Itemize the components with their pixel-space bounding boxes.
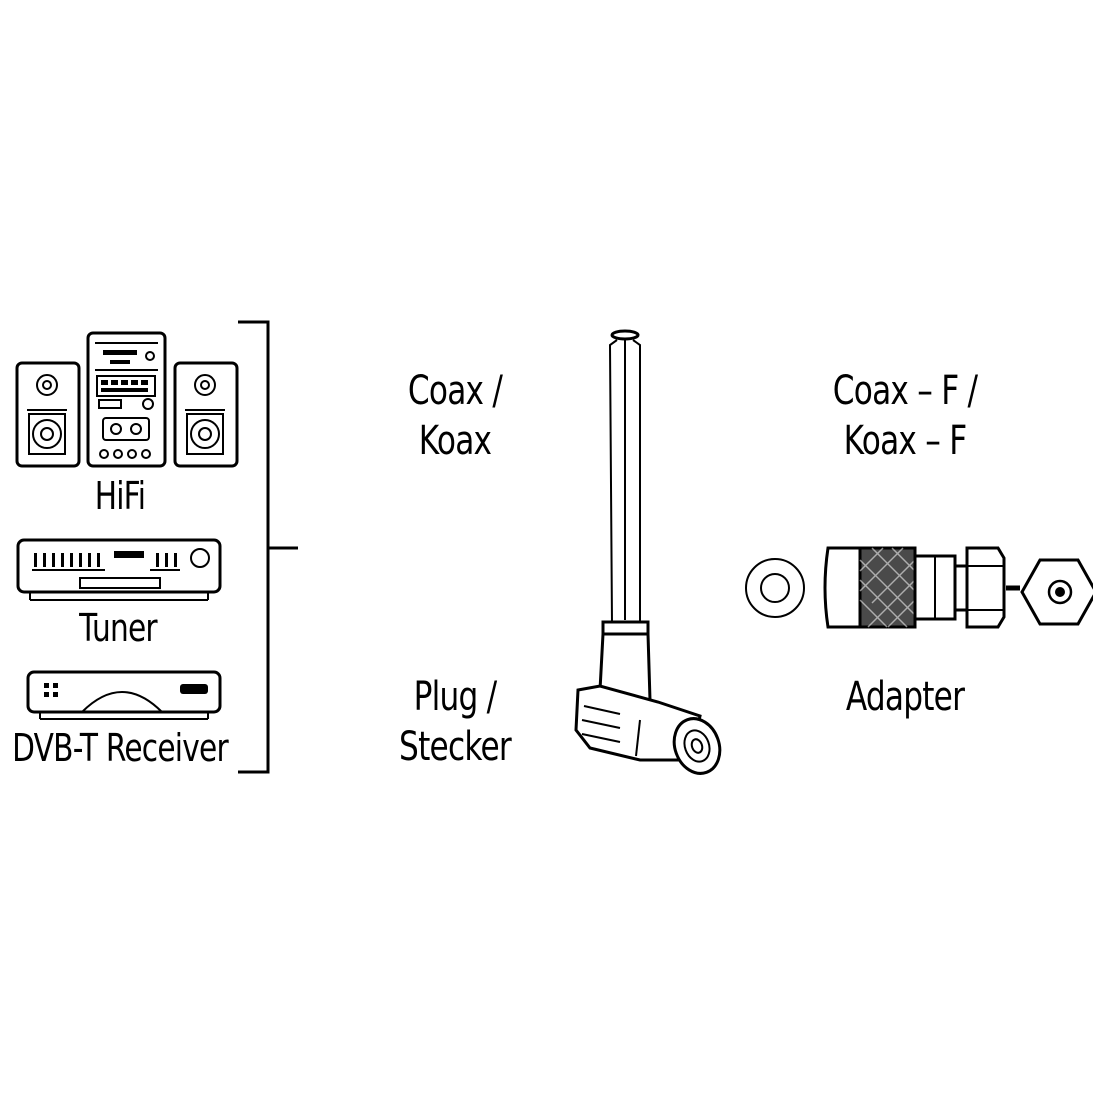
connector-line-2: Stecker (399, 724, 512, 770)
coax-f-adapter-icon (745, 546, 1093, 629)
device-group-bracket (238, 320, 298, 774)
hifi-label: HiFi (94, 474, 146, 518)
adapter-type-line-1: Coax – F / (832, 368, 978, 414)
adapter-type-label: Coax – F / Koax – F (804, 366, 1007, 466)
tuner-icon (16, 538, 222, 601)
adapter-label: Adapter (845, 674, 965, 720)
cable-type-label: Coax / Koax (377, 366, 533, 466)
dvbt-receiver-label: DVB-T Receiver (12, 726, 229, 770)
cable-type-line-1: Coax / (407, 368, 503, 414)
dvbt-receiver-icon (26, 670, 222, 720)
connector-line-1: Plug / (413, 674, 498, 720)
angled-coax-plug-icon (574, 329, 722, 775)
hifi-system-icon (15, 331, 239, 468)
cable-type-line-2: Koax (418, 418, 492, 464)
adapter-type-line-2: Koax – F (843, 418, 968, 464)
connector-label: Plug / Stecker (377, 672, 533, 772)
tuner-label: Tuner (79, 606, 157, 650)
